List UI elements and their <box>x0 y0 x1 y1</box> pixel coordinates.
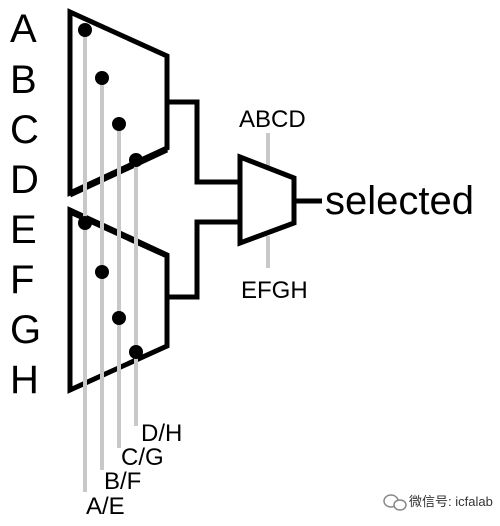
wire-abcd-to-mux2 <box>167 99 240 185</box>
dot-g <box>112 311 126 325</box>
watermark-text: 微信号: icfalab <box>409 494 493 509</box>
dot-d <box>129 153 143 167</box>
dot-e <box>78 216 92 230</box>
input-label-h: H <box>10 358 39 402</box>
select-label-c-g: C/G <box>121 444 164 471</box>
mux2-select-label-bottom: EFGH <box>241 277 308 304</box>
input-label-a: A <box>10 7 37 51</box>
dot-f <box>95 265 109 279</box>
wechat-icon <box>383 494 407 511</box>
dot-a <box>78 23 92 37</box>
input-label-d: D <box>10 158 39 202</box>
dot-c <box>112 117 126 131</box>
input-label-b: B <box>10 58 37 102</box>
mux-2to1 <box>237 153 297 247</box>
input-label-e: E <box>10 208 37 252</box>
select-label-b-f: B/F <box>104 468 141 495</box>
input-label-f: F <box>10 258 34 302</box>
select-label-a-e: A/E <box>86 493 125 520</box>
mux-abcd <box>67 8 170 197</box>
mux2-select-label-top: ABCD <box>239 106 306 133</box>
input-label-c: C <box>10 108 39 152</box>
watermark: 微信号: icfalab <box>383 494 493 511</box>
output-label: selected <box>325 179 474 223</box>
select-label-d-h: D/H <box>141 420 182 447</box>
wire-efgh-to-mux2 <box>167 219 240 300</box>
dot-h <box>129 345 143 359</box>
select-dots <box>78 23 143 359</box>
input-label-g: G <box>10 308 41 352</box>
dot-b <box>95 71 109 85</box>
